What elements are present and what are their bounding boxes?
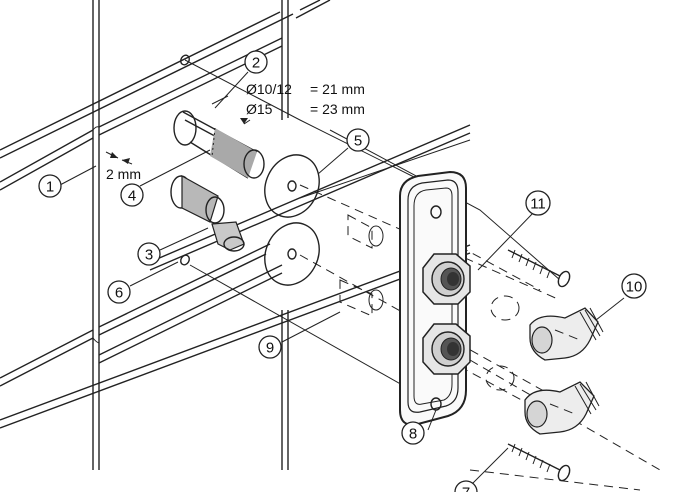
screw-lower (507, 443, 571, 482)
screw-upper (507, 249, 571, 288)
dashed-sleeves-right (485, 295, 520, 391)
callout-5: 5 (346, 128, 370, 152)
leader-lines (59, 71, 625, 485)
callout-8-label: 8 (409, 426, 417, 443)
wall-tiles (0, 0, 331, 470)
dim-diameter-small-value: = 21 mm (310, 81, 365, 97)
dimension-2mm-arrows (105, 151, 133, 165)
threaded-fitting-lower (422, 323, 471, 375)
elbow-connector-lower (524, 381, 600, 435)
axis-lines (184, 59, 661, 491)
callout-2: 2 (244, 50, 268, 74)
callout-4-label: 4 (128, 188, 136, 205)
callout-9: 9 (258, 335, 282, 359)
callout-7: 7 (454, 480, 478, 492)
callout-10: 10 (621, 273, 647, 299)
callout-3-label: 3 (145, 247, 153, 264)
callout-6: 6 (107, 280, 131, 304)
callout-11: 11 (525, 190, 551, 216)
mounting-rails (0, 124, 471, 429)
callout-9-label: 9 (266, 340, 274, 357)
dim-diameter-large-value: = 23 mm (310, 101, 365, 117)
callout-3: 3 (137, 242, 161, 266)
dim-diameter-small-label: Ø10/12 (246, 81, 292, 97)
pipe-sleeve-upper (173, 110, 265, 179)
callout-7-label: 7 (462, 485, 470, 492)
callout-11-label: 11 (530, 196, 546, 213)
pipe-elbow-lower (170, 174, 245, 252)
callout-6-label: 6 (115, 285, 123, 302)
callout-2-label: 2 (252, 55, 260, 72)
callout-8: 8 (401, 421, 425, 445)
dimension-diameter-arrows (211, 95, 251, 125)
washer-upper (264, 154, 320, 218)
drill-hole-top (180, 54, 190, 66)
callout-1: 1 (38, 174, 62, 198)
callout-5-label: 5 (354, 133, 362, 150)
washer-lower (264, 222, 320, 286)
dim-diameter-large-label: Ø15 (246, 101, 273, 117)
callout-1-label: 1 (46, 179, 54, 196)
callout-4: 4 (120, 183, 144, 207)
spacer-sleeves (339, 214, 384, 317)
dim-offset: 2 mm (106, 166, 141, 182)
callout-10-label: 10 (626, 279, 643, 296)
drill-hole-bottom (180, 254, 190, 266)
elbow-connector-upper (529, 307, 604, 361)
threaded-fitting-upper (422, 253, 471, 305)
